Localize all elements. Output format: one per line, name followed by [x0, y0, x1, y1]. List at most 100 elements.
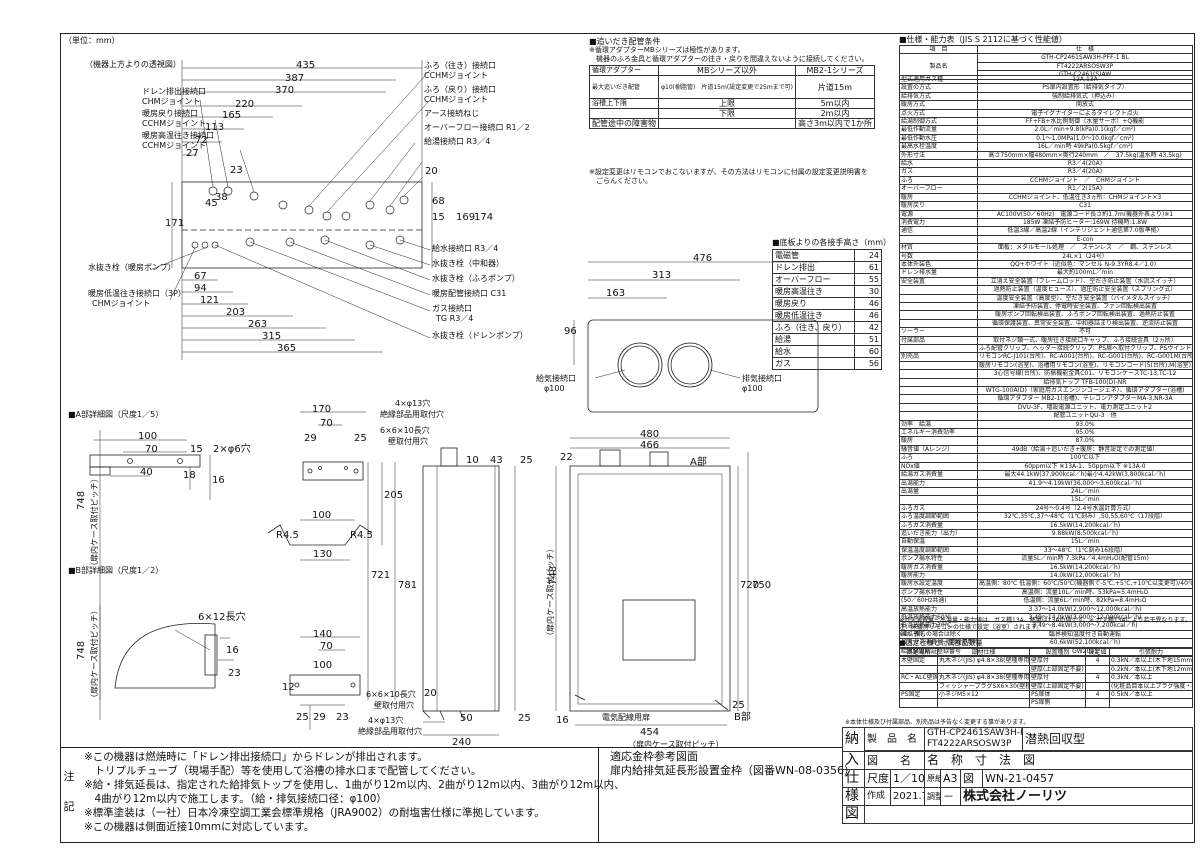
spec-row: ドレン排水量最大約100mL／min: [899, 268, 1193, 278]
dim-text: 263: [248, 319, 268, 330]
top-view-title: （機器上方よりの透視図）: [85, 60, 181, 69]
dim-text: 113: [205, 122, 225, 133]
spec-title: ■仕様・能力表（JIS S 2112に基づく性能値）: [899, 35, 1067, 44]
dim-text: 480: [640, 429, 660, 440]
note-line: ※この機器は燃焼時に「ドレン排出接続口」からドレンが排出されます。: [84, 751, 428, 763]
spec-label: 暖房戻り: [899, 201, 978, 211]
label-text: CCHMジョイント: [142, 141, 207, 150]
spec-value: 2.0L／min+9.8(kPa)0.1(kgf／cm²): [977, 125, 1193, 135]
spec-value: 12A,13A: [977, 74, 1193, 85]
ref-text: 扉内給排気延長形設置金枠（図番WN-08-0356）: [610, 764, 856, 777]
dim-text: 748: [76, 490, 87, 510]
spec-label: 暖房: [899, 192, 978, 203]
label-text: ドレン排出接続口: [142, 87, 206, 96]
label-text: 水抜き栓（中和器）: [432, 259, 504, 268]
spec-row: 外形寸法高さ750mm×幅480mm×奥行240mm ／ 37.5kg(温水時 …: [899, 150, 1193, 161]
intake-size: φ100: [544, 384, 565, 393]
spec-value: QQ+ホワイト（近似色：マンセル N-9.3YR8.4／1.0）: [977, 259, 1193, 270]
spec-value: 33～48℃（1℃刻み16段階）: [977, 545, 1193, 556]
spec-note: 注：床暖房リモコンの仕様で設定（浴室）されます。: [899, 624, 1043, 631]
note-line: ※この機器は側面近接10mmに対応しています。: [84, 821, 315, 833]
sheet-border: [60, 33, 1195, 843]
dim-text: 435: [296, 60, 316, 71]
spec-value: 給排気トップ TFB-100(D)-NR: [977, 377, 1193, 388]
dim-text: 140: [313, 629, 333, 640]
check-value: －: [940, 787, 962, 806]
dim-text: 29: [313, 712, 326, 723]
spec-value: 16L／min時 49kPa(0.5kgf／cm²): [977, 142, 1193, 152]
spec-label: 出湯量: [899, 486, 978, 497]
dim-text: 70: [320, 418, 333, 429]
dim-text: 23: [228, 668, 241, 679]
label-text: 壁取付用穴: [374, 701, 414, 710]
label-text: 6×6×10長穴: [380, 426, 430, 435]
dim-text: 313: [652, 270, 672, 281]
label-text: 壁取付用穴: [388, 437, 428, 446]
paper-value: A3: [940, 769, 962, 788]
dim-text: 16: [226, 645, 239, 656]
spec-row: 追いだき能力（出力）9.88kW(8,500kcal／h): [899, 528, 1193, 539]
spec-label: [899, 402, 978, 413]
spec-row: WTG-100A(D)（家庭用ガスエンジンコージェネ）、循環アダプター(浴槽): [899, 386, 1193, 396]
spec-row: ソーラー不可: [899, 327, 1193, 337]
label-text: 絶縁部品用取付穴: [358, 727, 422, 736]
label-text: オーバーフロー接続口 R1／2: [424, 123, 530, 132]
spec-label: ふろ: [899, 175, 978, 186]
b-label: B部: [734, 712, 751, 723]
product-name-2: FT4222ARSOSW3P: [927, 739, 1012, 749]
spec-label: 本体外装色: [899, 259, 978, 270]
dim-text: 720: [740, 580, 760, 591]
spec-label: [899, 293, 978, 303]
company-name: 株式会社ノーリツ: [960, 787, 1193, 806]
spec-label: 消費電力: [899, 217, 978, 228]
front-view: [555, 437, 749, 726]
dim-text: 50: [460, 713, 473, 724]
spec-row: ポンプ揚水特性高温側：流量10L／min時、53kPa=5.4mH₂O: [899, 587, 1193, 598]
dim-text: 721: [371, 570, 391, 581]
note-line: ※給・排気延長は、指定された給排気トップを使用し、1曲がり12m以内、2曲がり1…: [84, 779, 625, 791]
dim-text: 476: [693, 253, 713, 264]
label-text: 暖房低温往き接続口（3P）: [88, 289, 186, 298]
spec-value: 15L／min: [977, 495, 1193, 505]
dim-text: 20: [425, 166, 438, 177]
label-text: 4×φ13穴: [395, 399, 431, 408]
pitch-label: （扉内ケース取付ピッチ）: [628, 740, 724, 749]
spec-label: [899, 411, 978, 421]
dim-text: 25: [354, 433, 367, 444]
spec-value: C31: [977, 201, 1193, 211]
spec-label: 追いだき能力（出力）: [899, 528, 978, 539]
spec-row: 最大ガス消費量（同時使用時）60.6kW(52,100kcal／h): [899, 638, 1193, 648]
dim-text: 67: [194, 271, 207, 282]
dim-text: 10: [466, 455, 479, 466]
spec-value: R1／2(15A): [977, 184, 1193, 194]
spec-value: 3.37～14.0kW(2,900～12,000kcal／h): [977, 604, 1193, 615]
unit-label: （単位：mm）: [64, 36, 120, 45]
top-view-body: [181, 181, 423, 269]
spec-row: 配管ユニットQU-3 他: [899, 411, 1193, 421]
spec-value: 16.5kW(14,200kcal／h): [977, 520, 1193, 530]
spec-label: 暖房: [899, 436, 978, 446]
spec-value: FF+FB+水比例制御（水量サーボ）+Q機能: [977, 117, 1193, 127]
exhaust-size: φ100: [742, 384, 763, 393]
dim-text: R4.5: [276, 530, 299, 541]
spec-value: 臨界検知温度付き自動運転: [977, 629, 1193, 640]
spec-row: 循環保護装置、異常安全装置、中和器詰まり検出装置、逆流防止装置: [899, 318, 1193, 329]
spec-value: 低温側：流量6L／min時、82kPa=8.4mH₂O: [977, 596, 1193, 606]
label-text: CHMジョイント: [142, 97, 201, 106]
dim-text: 23: [230, 165, 243, 176]
slot-label: 6×12長穴: [198, 612, 246, 623]
spec-value: 3心信号線(台所)、防振機能金具C01、リモコンケースTC-13,TC-12: [977, 369, 1193, 379]
label-text: 給水接続口 R3／4: [432, 244, 499, 253]
